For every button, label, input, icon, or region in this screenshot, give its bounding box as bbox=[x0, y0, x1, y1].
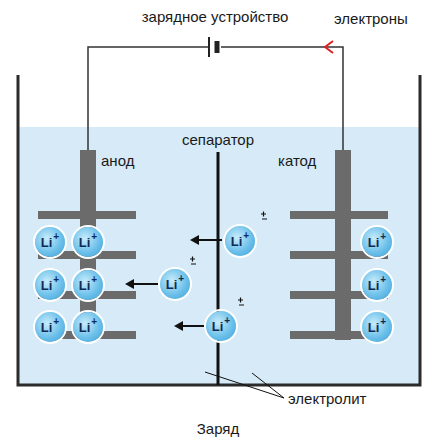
ion-symbol: Li bbox=[368, 321, 380, 334]
text-label: анод bbox=[101, 153, 134, 170]
lithium-ion: Li+ bbox=[206, 311, 236, 341]
ion-charge: + bbox=[380, 317, 386, 327]
lithium-ion: Li+ bbox=[73, 312, 103, 342]
ion-symbol: Li bbox=[41, 236, 53, 249]
ion-symbol: Li bbox=[79, 321, 91, 334]
lithium-ion: Li+ bbox=[362, 270, 392, 300]
ion-charge: + bbox=[380, 232, 386, 242]
ion-charge: + bbox=[91, 232, 97, 242]
ion-charge: + bbox=[53, 275, 59, 285]
separator bbox=[217, 152, 220, 385]
ion-charge: + bbox=[53, 232, 59, 242]
ion-symbol: Li bbox=[41, 321, 53, 334]
lithium-ion: Li+ bbox=[225, 226, 255, 256]
ion-charge: + bbox=[243, 231, 249, 241]
text-label: электролит bbox=[288, 391, 366, 408]
electrolyte-fill bbox=[18, 127, 420, 385]
lithium-ion: Li+ bbox=[35, 270, 65, 300]
lithium-ion: Li+ bbox=[73, 270, 103, 300]
text-label: зарядное устройство bbox=[142, 9, 289, 26]
charge-mark bbox=[190, 212, 267, 306]
battery-plate bbox=[208, 37, 210, 57]
ion-symbol: Li bbox=[368, 236, 380, 249]
ion-charge: + bbox=[178, 274, 184, 284]
vessel bbox=[18, 75, 420, 385]
ion-charge: + bbox=[91, 275, 97, 285]
lithium-ion: Li+ bbox=[362, 227, 392, 257]
battery-plate bbox=[215, 41, 220, 53]
ion-symbol: Li bbox=[212, 320, 224, 333]
ion-symbol: Li bbox=[79, 279, 91, 292]
ion-charge: + bbox=[380, 275, 386, 285]
ion-symbol: Li bbox=[231, 235, 243, 248]
leader-line bbox=[205, 372, 284, 398]
text-label: электроны bbox=[334, 11, 408, 28]
lithium-ion: Li+ bbox=[35, 312, 65, 342]
ion-charge: + bbox=[224, 316, 230, 326]
ion-charge: + bbox=[53, 317, 59, 327]
lithium-ion: Li+ bbox=[362, 312, 392, 342]
lithium-ion: Li+ bbox=[35, 227, 65, 257]
ion-symbol: Li bbox=[166, 278, 178, 291]
lithium-ion: Li+ bbox=[73, 227, 103, 257]
ion-symbol: Li bbox=[79, 236, 91, 249]
ion-charge: + bbox=[91, 317, 97, 327]
lithium-ion: Li+ bbox=[160, 269, 190, 299]
text-label: сепаратор bbox=[182, 132, 254, 149]
ion-symbol: Li bbox=[41, 279, 53, 292]
electron-arrow bbox=[325, 41, 333, 53]
motion-arrow bbox=[125, 235, 222, 331]
ion-symbol: Li bbox=[368, 279, 380, 292]
text-label: катод bbox=[278, 153, 316, 170]
text-label: Заряд bbox=[197, 421, 239, 438]
